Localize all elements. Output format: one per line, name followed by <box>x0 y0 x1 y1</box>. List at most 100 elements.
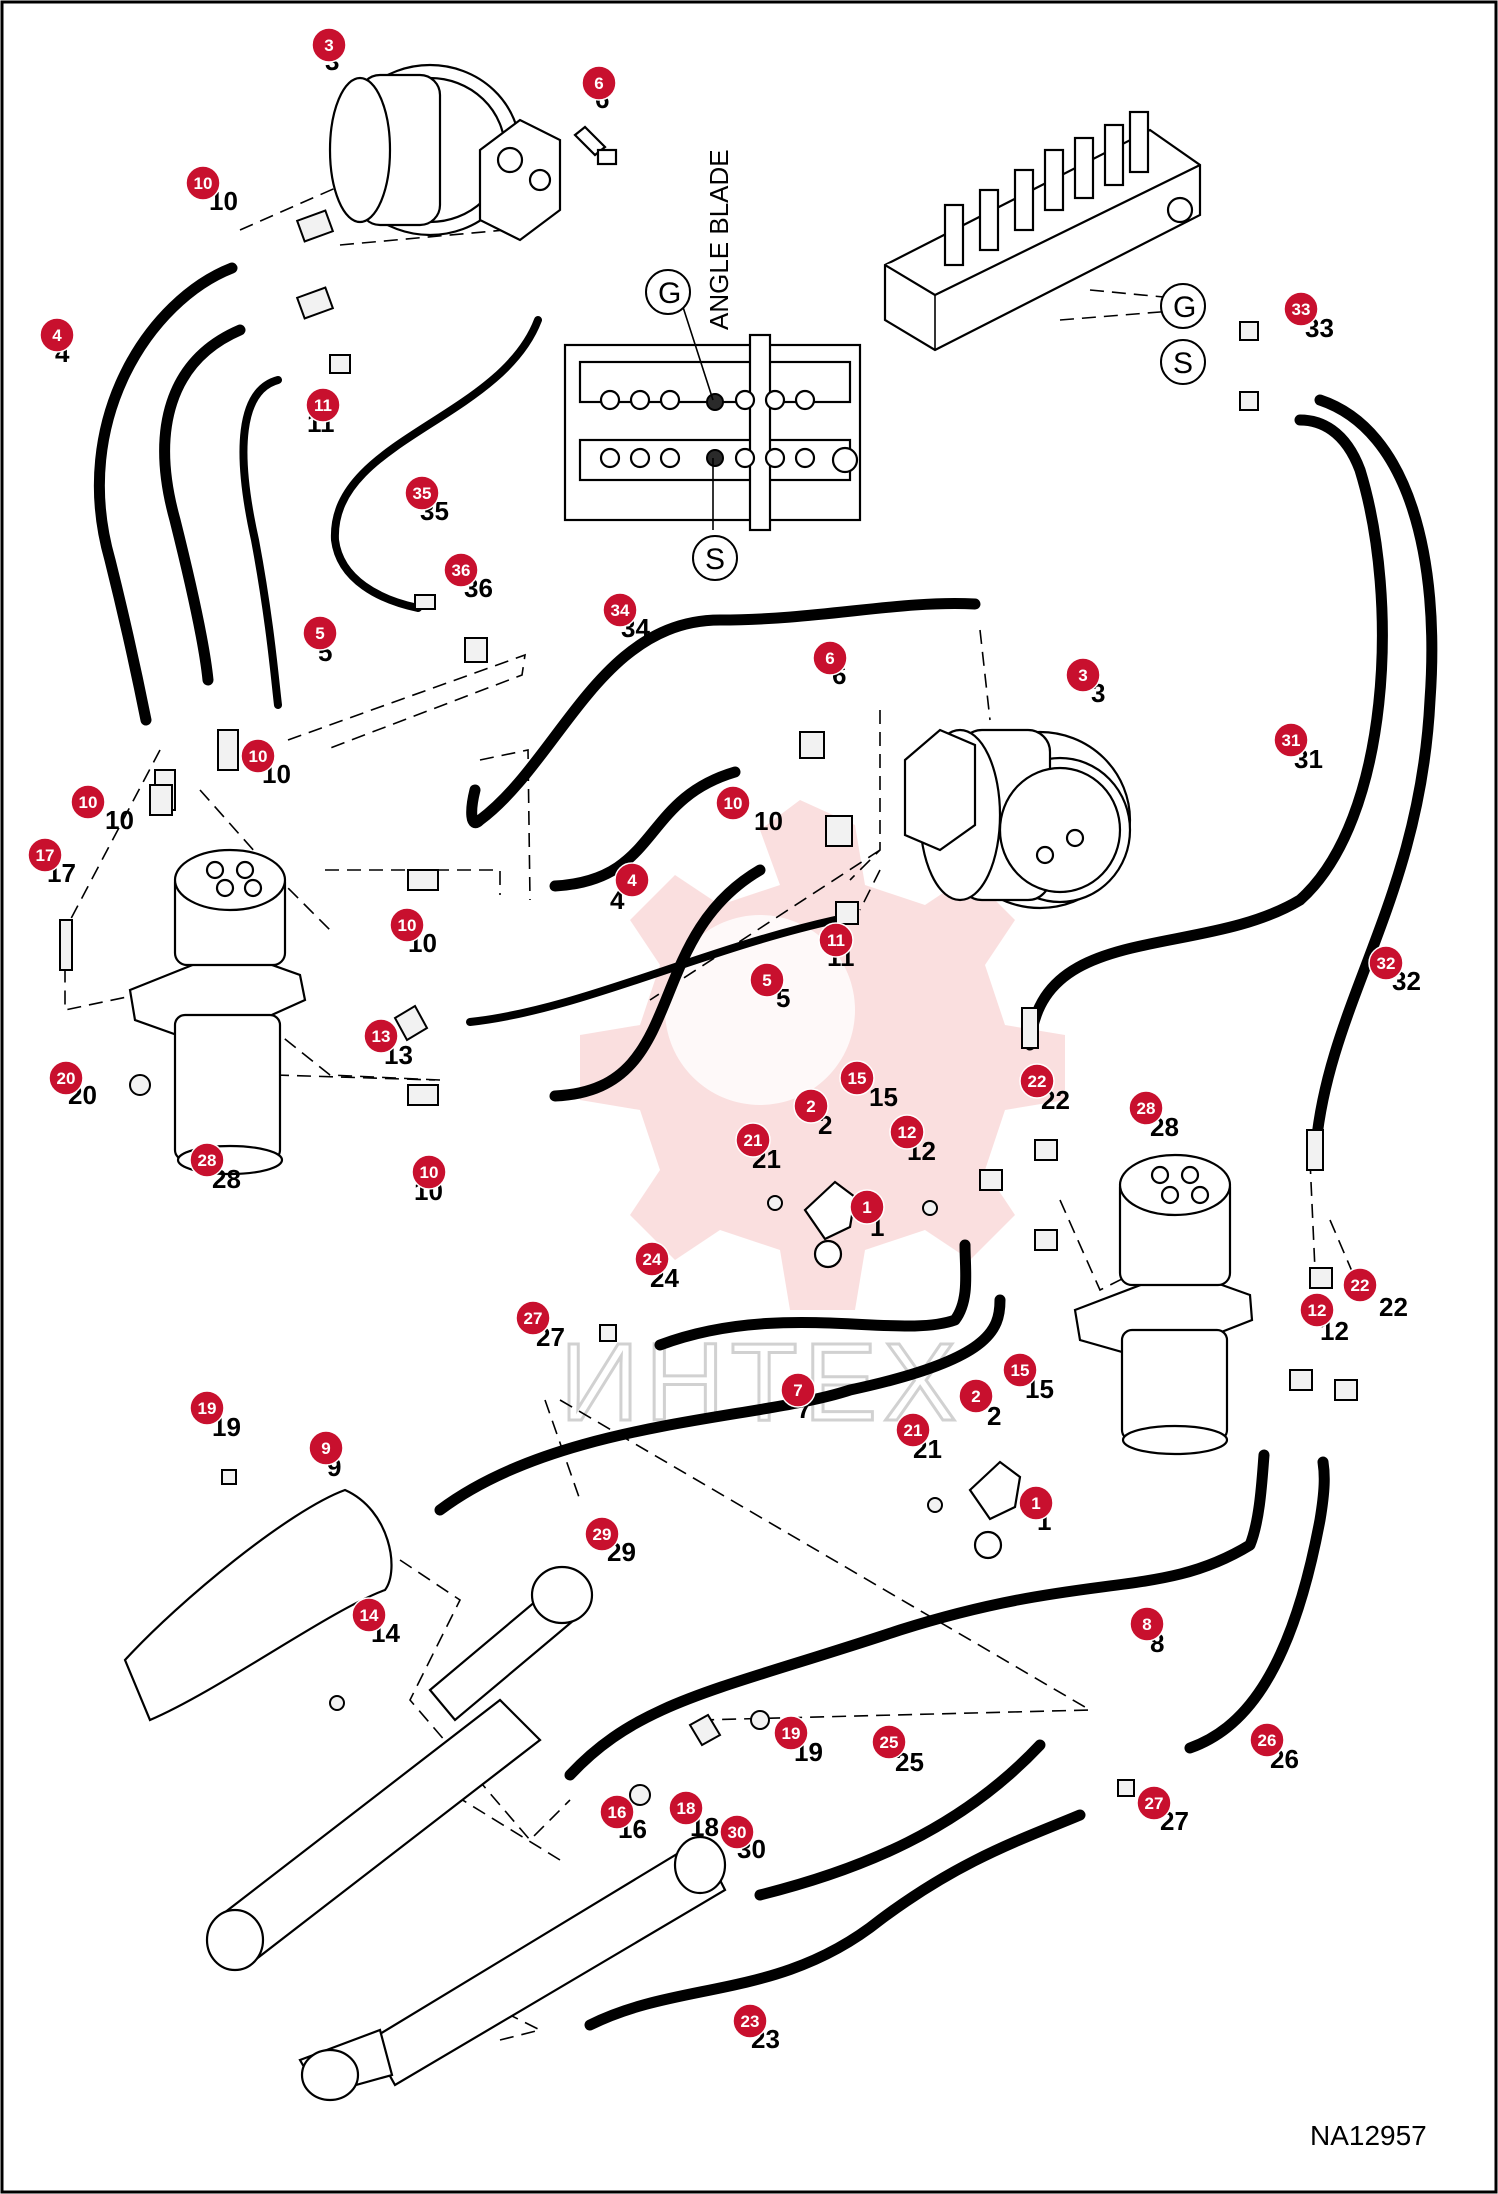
swivel-joint-left <box>128 848 307 1176</box>
callout-badge <box>1273 722 1309 758</box>
callout-badge <box>1018 1485 1054 1521</box>
port-letter-g-right-text: G <box>1173 291 1196 324</box>
callout-badge-number: 34 <box>611 601 630 620</box>
part-number-label: 10 <box>754 806 783 836</box>
callout-badge <box>411 1154 447 1190</box>
callout-9: 99 <box>308 1430 344 1482</box>
callout-badge <box>812 640 848 676</box>
callout-badge-number: 20 <box>57 1069 76 1088</box>
callout-badge <box>1283 291 1319 327</box>
callout-badge <box>39 317 75 353</box>
callout-badge <box>308 1430 344 1466</box>
callout-6: 66 <box>812 640 848 690</box>
blade-cylinder-upper <box>123 1488 594 1972</box>
callout-badge <box>1019 1063 1055 1099</box>
callout-badge-number: 10 <box>194 174 213 193</box>
callout-badge-number: 2 <box>806 1097 815 1116</box>
callout-badge-number: 31 <box>1282 731 1301 750</box>
callout-badge <box>1128 1090 1164 1126</box>
callout-badge <box>1368 945 1404 981</box>
callout-badge-number: 22 <box>1028 1072 1047 1091</box>
callout-1: 11 <box>849 1189 885 1242</box>
callout-badge <box>749 962 785 998</box>
callout-badge-number: 10 <box>249 747 268 766</box>
callout-badge-number: 11 <box>314 396 332 415</box>
part-number-label: 22 <box>1379 1292 1408 1322</box>
callout-badge <box>305 387 341 423</box>
callout-badge-number: 13 <box>372 1027 391 1046</box>
port-letter-s-left-text: S <box>705 543 725 576</box>
part-number-label: 10 <box>105 805 134 835</box>
drive-motor-middle <box>903 728 1132 910</box>
callout-badge-number: 14 <box>360 1606 379 1625</box>
callout-badge <box>302 615 338 651</box>
callout-badge <box>732 2003 768 2039</box>
callout-6: 66 <box>581 65 617 114</box>
callout-badge <box>515 1300 551 1336</box>
part-number-label: 15 <box>869 1082 898 1112</box>
callout-badge-number: 1 <box>1031 1494 1040 1513</box>
callout-badge <box>871 1724 907 1760</box>
callout-5: 55 <box>302 615 338 667</box>
callout-badge <box>311 27 347 63</box>
callout-badge <box>719 1814 755 1850</box>
callout-badge-number: 12 <box>898 1123 917 1142</box>
callout-badge <box>185 165 221 201</box>
callout-badge-number: 5 <box>315 624 324 643</box>
callout-badge <box>581 65 617 101</box>
callout-badge-number: 4 <box>627 871 637 890</box>
callout-badge <box>602 592 638 628</box>
callout-badge-number: 8 <box>1142 1615 1151 1634</box>
callout-badge-number: 15 <box>1011 1361 1030 1380</box>
bracket-clamp-lower <box>968 1460 1022 1560</box>
callout-badge <box>1002 1352 1038 1388</box>
callout-badge <box>668 1790 704 1826</box>
callout-layer: 3366101044111135353636343455101010101717… <box>27 27 1421 2054</box>
callout-badge-number: 29 <box>593 1525 612 1544</box>
port-letter-g-right: G <box>1160 283 1206 329</box>
callout-badge-number: 32 <box>1377 954 1396 973</box>
callout-badge-number: 25 <box>880 1733 899 1752</box>
callout-badge-number: 4 <box>52 326 62 345</box>
callout-badge-number: 9 <box>321 1439 330 1458</box>
callout-badge <box>351 1597 387 1633</box>
callout-badge <box>1249 1722 1285 1758</box>
callout-badge <box>240 738 276 774</box>
callout-badge-number: 33 <box>1292 300 1311 319</box>
callout-badge <box>189 1390 225 1426</box>
callout-badge <box>895 1412 931 1448</box>
callout-badge <box>584 1516 620 1552</box>
callout-badge-number: 10 <box>420 1163 439 1182</box>
angle-blade-label: ANGLE BLADE <box>704 149 734 330</box>
callout-badge-number: 15 <box>848 1069 867 1088</box>
callout-badge <box>614 862 650 898</box>
callout-badge-number: 10 <box>79 793 98 812</box>
callout-badge <box>27 837 63 873</box>
drive-motor-top <box>328 63 562 242</box>
swivel-joint-right <box>1073 1153 1254 1456</box>
drawing-code: NA12957 <box>1310 2120 1427 2151</box>
callout-badge-number: 16 <box>608 1803 627 1822</box>
